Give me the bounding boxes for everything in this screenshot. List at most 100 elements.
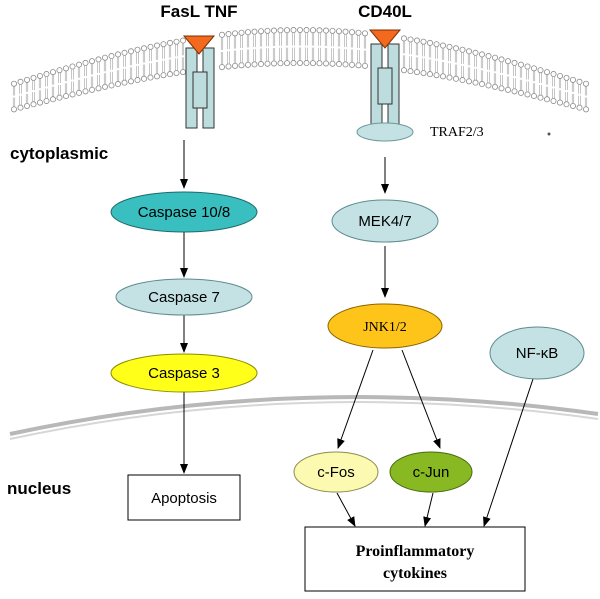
membrane-head-outer (485, 53, 492, 60)
membrane-head-inner (518, 89, 525, 96)
membrane-head-inner (504, 86, 511, 93)
membrane-head-outer (518, 61, 525, 68)
membrane-head-outer (361, 30, 368, 37)
membrane-head-outer (407, 36, 414, 43)
cfos-label: c-Fos (317, 464, 355, 481)
membrane-head-inner (23, 102, 30, 109)
membrane-head-outer (277, 27, 284, 34)
membrane-head-outer (251, 28, 258, 35)
membrane-head-inner (153, 73, 160, 80)
membrane-head-outer (102, 54, 109, 61)
membrane-head-outer (309, 27, 316, 34)
membrane-head-inner (583, 106, 590, 113)
membrane-head-outer (491, 54, 498, 61)
cytokines-label: cytokines (383, 565, 447, 582)
membrane-head-outer (153, 42, 160, 49)
membrane-head-outer (166, 39, 173, 46)
membrane-head-inner (478, 81, 485, 88)
membrane-head-inner (108, 82, 115, 89)
membrane-head-outer (270, 27, 277, 34)
membrane-head-inner (361, 62, 368, 69)
membrane-head-inner (303, 60, 310, 67)
membrane-head-outer (89, 58, 96, 65)
membrane-head-outer (504, 58, 511, 65)
nuclear-envelope (9, 395, 599, 436)
membrane-head-outer (335, 28, 342, 35)
membrane-head-inner (563, 101, 570, 108)
membrane-head-outer (576, 78, 583, 85)
membrane-head-outer (537, 67, 544, 74)
membrane-head-outer (322, 27, 329, 34)
membrane-head-outer (511, 59, 518, 66)
cjun-label: c-Jun (413, 464, 450, 481)
membrane-head-outer (413, 37, 420, 44)
membrane-head-inner (225, 63, 232, 70)
membrane-head-inner (576, 104, 583, 111)
jnk-label: JNK1/2 (363, 320, 407, 335)
membrane-head-outer (63, 65, 70, 72)
membrane-head-outer (231, 30, 238, 37)
membrane-head-outer (583, 80, 590, 87)
membrane-head-outer (95, 56, 102, 63)
membrane-head-outer (296, 26, 303, 33)
membrane-head-inner (264, 60, 271, 67)
membrane-head-inner (115, 81, 122, 88)
caspase-3-node (110, 353, 258, 393)
membrane-head-inner (173, 70, 180, 77)
apoptosis-label: Apoptosis (151, 490, 217, 507)
membrane-head-inner (355, 62, 362, 69)
membrane-head-outer (56, 67, 63, 74)
membrane-head-inner (452, 75, 459, 82)
membrane-head-outer (290, 27, 297, 34)
membrane-head-outer (82, 59, 89, 66)
membrane-head-inner (472, 79, 479, 86)
membrane-head-inner (270, 60, 277, 67)
membrane-head-outer (43, 71, 50, 78)
membrane-head-inner (95, 85, 102, 92)
cd40-receptor (370, 43, 400, 125)
membrane-head-inner (335, 61, 342, 68)
membrane-head-outer (225, 31, 232, 38)
jnk-node (327, 303, 443, 349)
membrane-head-inner (17, 104, 24, 111)
nfkb-label: NF-κB (516, 345, 559, 362)
membrane-head-outer (30, 74, 37, 81)
membrane-head-inner (296, 60, 303, 67)
traf-node (356, 122, 414, 142)
membrane-head-outer (115, 51, 122, 58)
membrane-head-outer (550, 71, 557, 78)
membrane-head-inner (37, 99, 44, 106)
membrane-head-inner (43, 97, 50, 104)
decorative-dot (547, 132, 551, 136)
membrane-head-inner (426, 71, 433, 78)
caspase-7-label: Caspase 7 (148, 289, 220, 306)
membrane-head-inner (400, 67, 407, 74)
membrane-head-inner (316, 60, 323, 67)
membrane-head-outer (257, 28, 264, 35)
membrane-head-outer (531, 65, 538, 72)
membrane-head-inner (160, 72, 167, 79)
membrane-head-inner (511, 88, 518, 95)
membrane-head-inner (10, 106, 17, 113)
nfkb-node (489, 326, 585, 380)
membrane-head-inner (30, 101, 37, 108)
membrane-head-inner (465, 78, 472, 85)
membrane-head-inner (147, 74, 154, 81)
membrane-head-outer (348, 29, 355, 36)
membrane-head-inner (277, 60, 284, 67)
membrane-head-inner (498, 85, 505, 92)
membrane-head-outer (238, 29, 245, 36)
membrane-head-inner (420, 70, 427, 77)
membrane-head-inner (102, 83, 109, 90)
membrane-head-inner (140, 75, 147, 82)
membrane-head-inner (231, 62, 238, 69)
membrane-head-outer (173, 38, 180, 45)
membrane-head-outer (134, 46, 141, 53)
fasl-tnf-ligand (182, 35, 216, 55)
membrane-head-outer (342, 28, 349, 35)
fasl-tnf-label: FasL TNF (160, 2, 237, 21)
membrane-head-outer (140, 45, 147, 52)
membrane-head-inner (257, 61, 264, 68)
